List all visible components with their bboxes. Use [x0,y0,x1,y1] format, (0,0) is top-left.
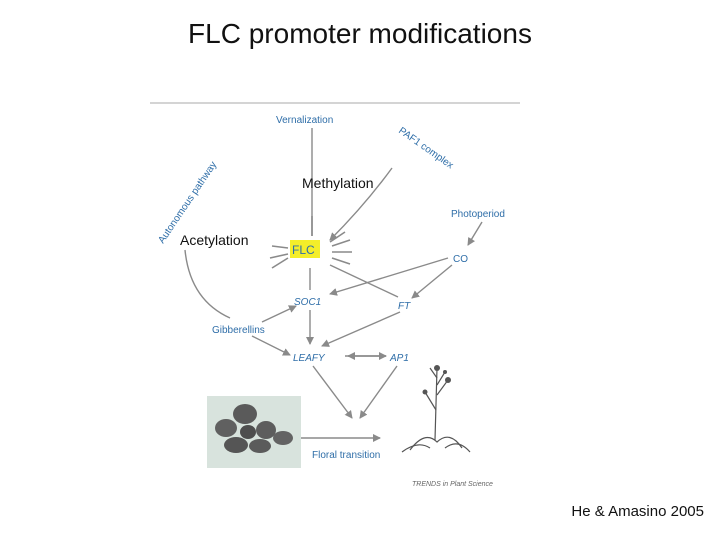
node-photoperiod: Photoperiod [451,209,505,220]
methylation-annotation: Methylation [302,175,374,191]
flc-highlight [290,240,320,258]
flowering-plant-image [401,367,471,453]
ap1-floral-edge [359,365,398,419]
flc-inputs [269,216,352,269]
autonomous-loop-edge [184,249,231,319]
edges [184,128,483,442]
node-floral-transition: Floral transition [312,450,380,461]
node-flc: FLC [292,243,315,257]
node-leafy: LEAFY [293,353,326,364]
journal-credit: TRENDS in Plant Science [412,481,493,488]
gibberellins-soc1-edge [261,305,297,323]
flc-ft-edge [329,264,399,298]
citation: He & Amasino 2005 [571,503,704,520]
rosette-plant-image [207,396,301,468]
slide-title: FLC promoter modifications [188,18,532,49]
acetylation-annotation: Acetylation [180,232,248,248]
paf1-flc-edge [329,167,393,241]
node-gibberellins: Gibberellins [212,325,265,336]
node-ft: FT [398,301,411,312]
node-paf1-complex: PAF1 complex [396,125,455,171]
node-vernalization: Vernalization [276,115,333,126]
photoperiod-co-edge [467,221,483,246]
ft-leafy-edge [321,311,401,347]
node-ap1: AP1 [389,353,409,364]
gibberellins-leafy-edge [251,335,291,356]
node-soc1: SOC1 [294,297,321,308]
co-soc1-edge [329,257,449,296]
co-ft-edge [411,264,453,299]
node-co: CO [453,254,468,265]
leafy-floral-edge [312,365,353,419]
